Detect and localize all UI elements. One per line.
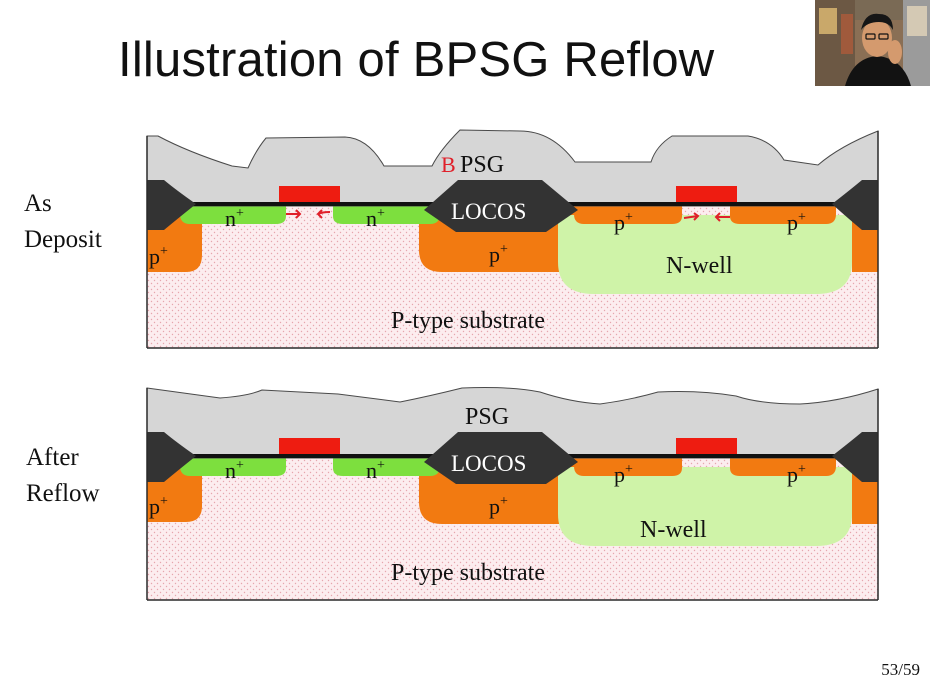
psg-label: PSG (460, 152, 504, 178)
n-plus-label-2: n+ (366, 206, 385, 231)
nmos-drain (333, 204, 440, 224)
pmos-gate (676, 186, 737, 202)
nwell-region (558, 467, 852, 546)
p-plus-label-left: p+ (149, 494, 168, 519)
pmos-drain (730, 204, 836, 224)
panel-label-line2: Deposit (24, 226, 102, 253)
p-plus-label-center: p+ (489, 242, 508, 267)
substrate-label: P-type substrate (391, 560, 545, 586)
n-plus-label-1: n+ (225, 206, 244, 231)
nmos-drain (333, 456, 440, 476)
locos-label: LOCOS (451, 199, 526, 224)
p-plus-label-2: p+ (787, 210, 806, 235)
nwell-label: N-well (640, 517, 707, 543)
locos-center (424, 432, 578, 484)
locos-right (832, 180, 878, 230)
nwell-region (558, 215, 852, 294)
pmos-gate (676, 438, 737, 454)
p-plus-label-1: p+ (614, 462, 633, 487)
p-plus-label-left: p+ (149, 244, 168, 269)
psg-label: PSG (465, 404, 509, 430)
panel-label-as-deposit: As Deposit (24, 186, 102, 258)
pmos-drain (730, 456, 836, 476)
locos-left (147, 180, 196, 230)
panel-label-after-reflow: After Reflow (26, 440, 100, 512)
p-plus-label-1: p+ (614, 210, 633, 235)
panel-label-line1: After (26, 444, 79, 471)
nwell-label: N-well (666, 253, 733, 279)
substrate-label: P-type substrate (391, 308, 545, 334)
n-plus-label-2: n+ (366, 458, 385, 483)
p-plus-label-center: p+ (489, 494, 508, 519)
pmos-source (574, 204, 682, 224)
panel-label-line2: Reflow (26, 480, 100, 507)
locos-left (147, 432, 196, 482)
reflow-arrow-nmos-right (286, 209, 302, 219)
p-plus-label-2: p+ (787, 462, 806, 487)
locos-label: LOCOS (451, 451, 526, 476)
nmos-gate (279, 186, 340, 202)
reflow-arrow-nmos-left (316, 209, 331, 219)
slide-title: Illustration of BPSG Reflow (118, 33, 715, 87)
nmos-source (180, 204, 286, 224)
nmos-source (180, 456, 286, 476)
reflow-arrow-pmos-right (683, 212, 700, 221)
pmos-source (574, 456, 682, 476)
panel-label-line1: As (24, 190, 52, 217)
reflow-arrow-pmos-left (714, 212, 730, 222)
locos-right (832, 432, 878, 482)
page-number: 53/59 (881, 660, 920, 679)
locos-center (424, 180, 578, 232)
presenter-webcam (815, 0, 930, 86)
annotation-b: B (441, 152, 456, 177)
n-plus-label-1: n+ (225, 458, 244, 483)
nmos-gate (279, 438, 340, 454)
